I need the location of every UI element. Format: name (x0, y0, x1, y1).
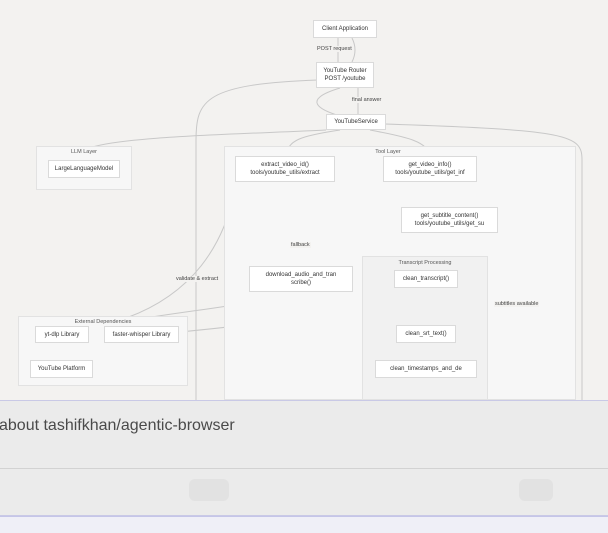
faster-whisper-label: faster-whisper Library (112, 331, 171, 338)
blurred-element (519, 479, 553, 501)
edge-label-validate-extract: validate & extract (175, 276, 220, 282)
download-audio-label: download_audio_and_tran scribe() (265, 272, 337, 286)
clean-transcript-label: clean_transcript() (402, 276, 450, 282)
client-application-node[interactable]: Client Application (313, 20, 377, 38)
get-video-info-node[interactable]: get_video_info() tools/youtube_utils/get… (383, 156, 477, 182)
llm-label: LargeLanguageModel (54, 166, 114, 172)
clean-timestamps-node[interactable]: clean_timestamps_and_de (375, 360, 477, 378)
bottom-bar (0, 516, 608, 533)
get-subtitle-content-label: get_subtitle_content() tools/youtube_uti… (414, 213, 485, 227)
edge-label-post-request: POST request (316, 46, 353, 52)
edge-label-subtitles-available: subtitles available (494, 301, 540, 307)
faster-whisper-node[interactable]: faster-whisper Library (104, 326, 179, 343)
get-video-info-label: get_video_info() tools/youtube_utils/get… (395, 162, 465, 176)
youtube-service-node[interactable]: YouTubeService (326, 114, 386, 130)
youtube-platform-node[interactable]: YouTube Platform (30, 360, 93, 378)
extract-video-id-label: extract_video_id() tools/youtube_utils/e… (250, 162, 320, 176)
tool-layer-title: Tool Layer (375, 149, 401, 155)
edge-service-right (384, 123, 583, 400)
ytdlp-library-label: yt-dlp Library (44, 331, 80, 338)
youtube-router-node[interactable]: YouTube Router POST /youtube (316, 62, 374, 88)
ask-overlay: about tashifkhan/agentic-browser (0, 398, 608, 533)
ask-divider (0, 468, 608, 469)
edge-label-final-answer: final answer (351, 97, 383, 103)
clean-srt-text-node[interactable]: clean_srt_text() (396, 325, 456, 343)
external-dependencies-title: External Dependencies (74, 319, 132, 325)
youtube-router-label: YouTube Router POST /youtube (323, 68, 367, 82)
edge-extract-ytdlp (89, 179, 241, 329)
client-application-label: Client Application (321, 26, 369, 32)
edge-router-client (351, 37, 356, 63)
youtube-platform-label: YouTube Platform (37, 366, 86, 372)
get-subtitle-content-node[interactable]: get_subtitle_content() tools/youtube_uti… (401, 207, 498, 233)
download-audio-node[interactable]: download_audio_and_tran scribe() (249, 266, 353, 292)
transcript-pipeline-title: Transcript Processing Pipeline (398, 260, 452, 266)
architecture-diagram: LLM Layer Tool Layer Transcript Processi… (18, 20, 583, 400)
ask-panel[interactable]: about tashifkhan/agentic-browser (0, 400, 608, 516)
llm-layer-title: LLM Layer (71, 149, 97, 155)
blurred-element (189, 479, 229, 501)
clean-timestamps-label: clean_timestamps_and_de (390, 366, 462, 372)
clean-srt-text-label: clean_srt_text() (405, 331, 447, 337)
edge-router-down (195, 79, 319, 400)
ask-title: about tashifkhan/agentic-browser (0, 417, 235, 434)
llm-node[interactable]: LargeLanguageModel (48, 160, 120, 178)
clean-transcript-node[interactable]: clean_transcript() (394, 270, 458, 288)
edge-label-fallback: fallback (290, 242, 311, 248)
extract-video-id-node[interactable]: extract_video_id() tools/youtube_utils/e… (235, 156, 335, 182)
ytdlp-library-node[interactable]: yt-dlp Library (35, 326, 89, 343)
edge-router-service (316, 87, 341, 117)
youtube-service-label: YouTubeService (334, 119, 378, 125)
edge-service-llm (84, 129, 327, 151)
